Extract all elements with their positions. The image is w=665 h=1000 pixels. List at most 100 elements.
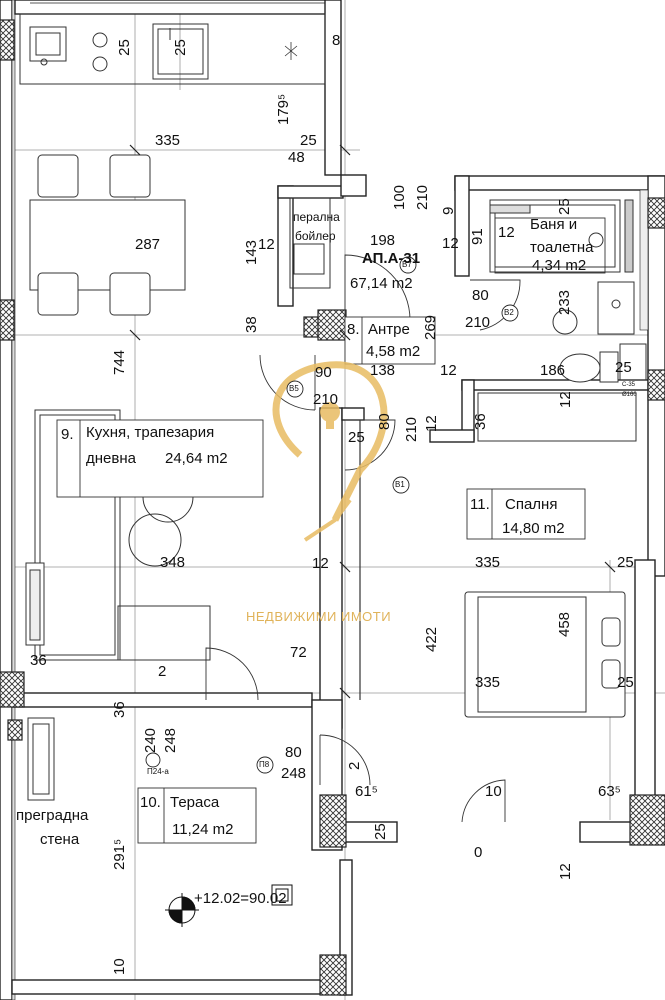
dim-233: 233 bbox=[556, 289, 573, 315]
dim-12-f: 12 bbox=[312, 555, 329, 572]
room-11-number: 11. bbox=[470, 496, 490, 513]
partition-label-2: стена bbox=[40, 831, 80, 848]
dim-10-a: 10 bbox=[111, 958, 128, 975]
mark-p8: П8 bbox=[259, 760, 270, 769]
balcony-bench bbox=[27, 717, 55, 801]
dim-291-5: 291⁵ bbox=[111, 838, 128, 870]
dim-36-b: 36 bbox=[111, 701, 128, 718]
mark-b1: B1 bbox=[395, 480, 405, 489]
room-8-area: 4,58 m2 bbox=[366, 343, 421, 360]
dim-12-g: 12 bbox=[557, 863, 574, 880]
watermark-logo bbox=[272, 361, 388, 542]
dim-25-b: 25 bbox=[300, 132, 317, 149]
dim-61-5: 61⁵ bbox=[355, 783, 378, 800]
dim-48: 48 bbox=[288, 149, 305, 166]
mark-d160: Ø160 bbox=[622, 392, 637, 398]
dim-335-bed-top: 335 bbox=[475, 554, 501, 571]
room-11-area: 14,80 m2 bbox=[502, 520, 565, 537]
dim-25-top-2: 25 bbox=[171, 39, 189, 56]
dim-179-5: 179⁵ bbox=[275, 93, 292, 125]
laundry-label-1: перална bbox=[293, 210, 340, 224]
room-10-name: Тераса bbox=[170, 794, 220, 811]
dim-38: 38 bbox=[243, 316, 260, 333]
room-10-number: 10. bbox=[140, 794, 161, 811]
dim-80-b: 80 bbox=[472, 287, 489, 304]
tag-circles bbox=[145, 256, 519, 774]
dim-210-b: 210 bbox=[465, 314, 491, 331]
room-12-name2: тоалетна bbox=[530, 239, 594, 256]
apartment-code: АП.А-31 bbox=[362, 250, 421, 267]
dim-248-balcony: 248 bbox=[281, 765, 307, 782]
dim-25-c: 25 bbox=[615, 359, 632, 376]
dim-138: 138 bbox=[370, 362, 396, 379]
dim-143: 143 bbox=[243, 239, 260, 265]
dim-210-c: 210 bbox=[313, 391, 339, 408]
dim-744: 744 bbox=[111, 349, 128, 375]
dim-2-b: 2 bbox=[346, 761, 363, 770]
dim-80-c: 80 bbox=[376, 413, 393, 430]
room-10-area: 11,24 m2 bbox=[172, 821, 234, 838]
room-8-number: 8. bbox=[347, 321, 360, 338]
dim-186: 186 bbox=[540, 362, 566, 379]
dim-25-top-1: 25 bbox=[115, 39, 133, 56]
dim-248-a: 248 bbox=[162, 727, 179, 753]
dim-458: 458 bbox=[556, 611, 573, 637]
room-9-area: 24,64 m2 bbox=[165, 450, 228, 467]
dim-100: 100 bbox=[391, 184, 408, 210]
dim-8: 8 bbox=[332, 32, 341, 49]
columns bbox=[0, 19, 665, 996]
dim-36-a: 36 bbox=[30, 652, 47, 669]
laundry-appliance bbox=[289, 197, 331, 289]
dimension-ticks bbox=[129, 144, 616, 699]
mark-b2: B2 bbox=[504, 308, 514, 317]
dim-80-balcony: 80 bbox=[285, 744, 302, 761]
partition-label-1: преградна bbox=[16, 807, 89, 824]
dim-63-5: 63⁵ bbox=[598, 783, 621, 800]
room-12-name: Баня и bbox=[530, 216, 578, 233]
dim-12-d: 12 bbox=[557, 391, 574, 408]
dim-25-f: 25 bbox=[617, 554, 634, 571]
dim-25-e: 25 bbox=[556, 198, 573, 215]
room-9-name2: дневна bbox=[86, 450, 136, 467]
dim-269: 269 bbox=[422, 314, 439, 340]
dim-90: 90 bbox=[315, 364, 332, 381]
room-11-name: Спалня bbox=[505, 496, 558, 513]
dim-9: 9 bbox=[440, 206, 457, 215]
dim-25-a: 25 bbox=[372, 823, 389, 840]
dim-12-b: 12 bbox=[442, 235, 459, 252]
dim-12-e: 12 bbox=[423, 415, 440, 432]
dim-210-d: 210 bbox=[403, 416, 420, 442]
watermark-text: НЕДВИЖИМИ ИМОТИ bbox=[246, 609, 392, 624]
level-label: +12.02=90.02 bbox=[194, 890, 287, 907]
dim-91: 91 bbox=[469, 228, 486, 245]
dim-422: 422 bbox=[423, 626, 440, 652]
mark-p24: П24-а bbox=[147, 767, 169, 776]
dining-set bbox=[29, 154, 186, 316]
dim-12-c: 12 bbox=[440, 362, 457, 379]
bed bbox=[464, 392, 637, 718]
dim-10-b: 10 bbox=[485, 783, 502, 800]
room-label-boxes bbox=[56, 217, 606, 844]
level-marker bbox=[165, 884, 293, 927]
dim-25-d: 25 bbox=[348, 429, 365, 446]
dim-348: 348 bbox=[160, 554, 186, 571]
dim-72: 72 bbox=[290, 644, 307, 661]
room-9-number: 9. bbox=[61, 426, 74, 443]
dim-210-a: 210 bbox=[414, 184, 431, 210]
dim-25-g: 25 bbox=[617, 674, 634, 691]
dim-335-bed-bottom: 335 bbox=[475, 674, 501, 691]
laundry-label-2: бойлер bbox=[295, 229, 336, 243]
kitchen-counter bbox=[19, 13, 326, 85]
room-12-number: 12 bbox=[498, 224, 515, 241]
room-9-name: Кухня, трапезария bbox=[86, 424, 215, 441]
apartment-area: 67,14 m2 bbox=[350, 275, 413, 292]
dim-36-c: 36 bbox=[472, 413, 489, 430]
dim-12-a: 12 bbox=[258, 236, 275, 253]
dim-240: 240 bbox=[142, 727, 159, 753]
mark-b5: B5 bbox=[289, 384, 299, 393]
dim-335-kitchen: 335 bbox=[155, 132, 181, 149]
bathroom-fixtures bbox=[489, 199, 647, 383]
dim-2-a: 2 bbox=[158, 663, 167, 680]
